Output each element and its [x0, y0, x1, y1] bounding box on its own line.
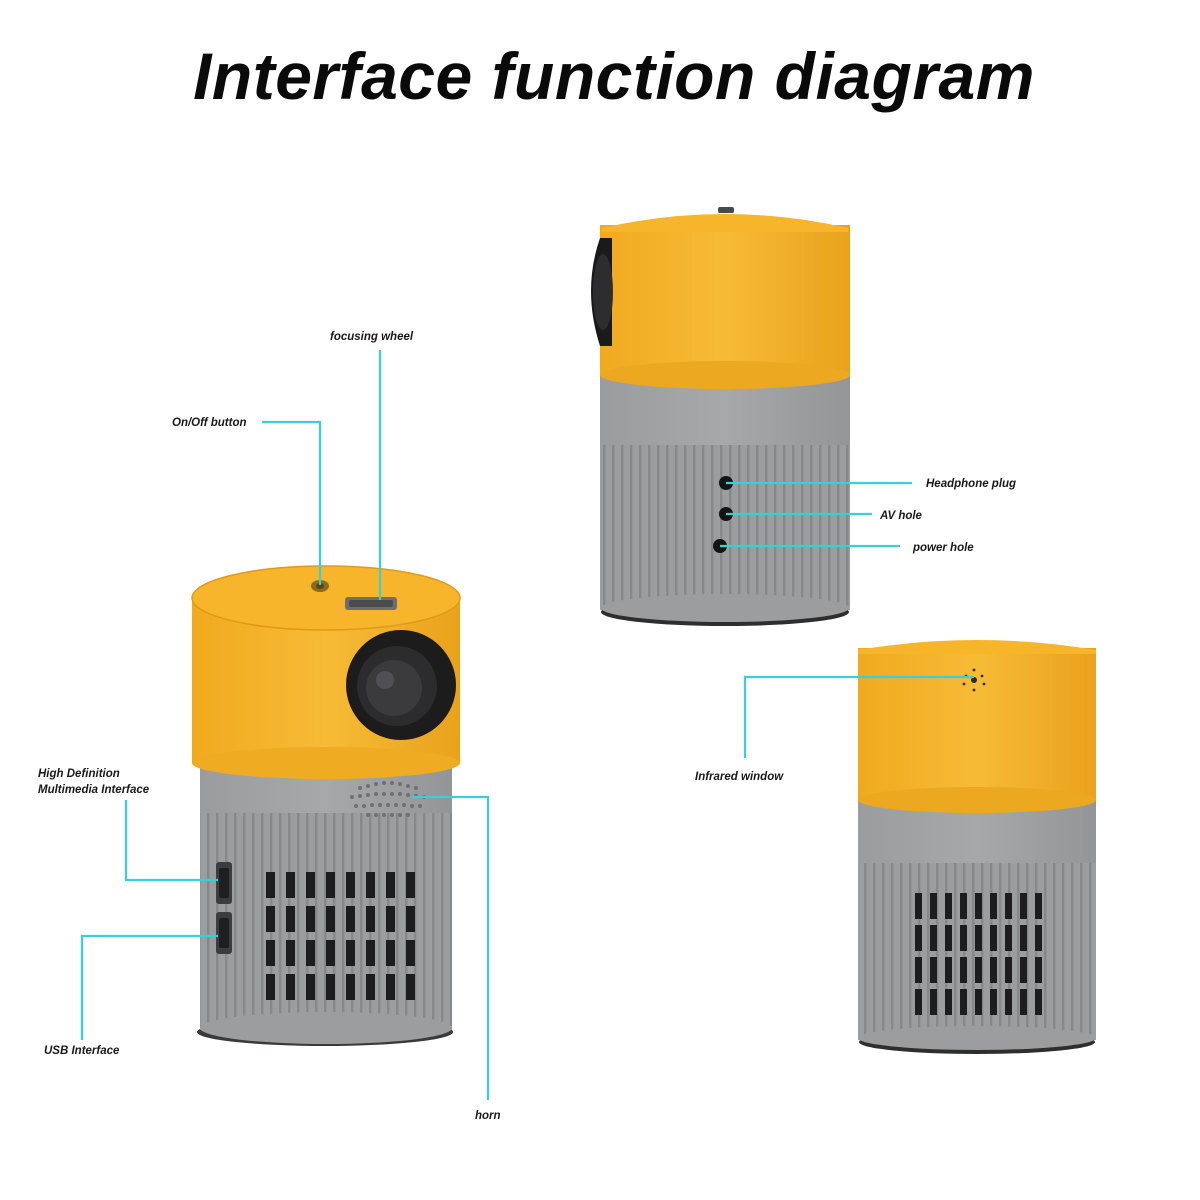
- speaker-grille: [350, 781, 426, 817]
- leader-infrared-window: [743, 675, 974, 758]
- label-infrared-window: Infrared window: [695, 771, 784, 783]
- leader-on-off-button: [262, 420, 322, 585]
- label-horn: horn: [475, 1110, 501, 1122]
- label-focusing-wheel: focusing wheel: [330, 331, 414, 343]
- projector-front-view: [191, 565, 461, 1046]
- projector-side-view: [591, 207, 850, 626]
- label-av-hole: AV hole: [879, 510, 923, 522]
- page-title: Interface function diagram: [193, 39, 1035, 113]
- label-headphone-plug: Headphone plug: [926, 478, 1016, 490]
- projector-back-view: [858, 640, 1096, 1054]
- leader-usb: [80, 934, 218, 1040]
- back-vents: [915, 893, 1042, 1015]
- top-surface: [192, 566, 460, 630]
- vent-slots: [266, 872, 415, 1000]
- label-on-off-button: On/Off button: [172, 417, 247, 429]
- leader-horn: [412, 795, 490, 1100]
- labels: focusing wheel On/Off button High Defini…: [38, 331, 1016, 1122]
- label-hdmi-line1: High Definition: [38, 768, 120, 780]
- leader-hdmi: [124, 800, 218, 882]
- label-power-hole: power hole: [912, 542, 974, 554]
- infrared-window: [962, 668, 986, 692]
- label-hdmi-line2: Multimedia Interface: [38, 784, 150, 796]
- leader-lines: [80, 350, 974, 1100]
- label-usb-interface: USB Interface: [44, 1045, 120, 1057]
